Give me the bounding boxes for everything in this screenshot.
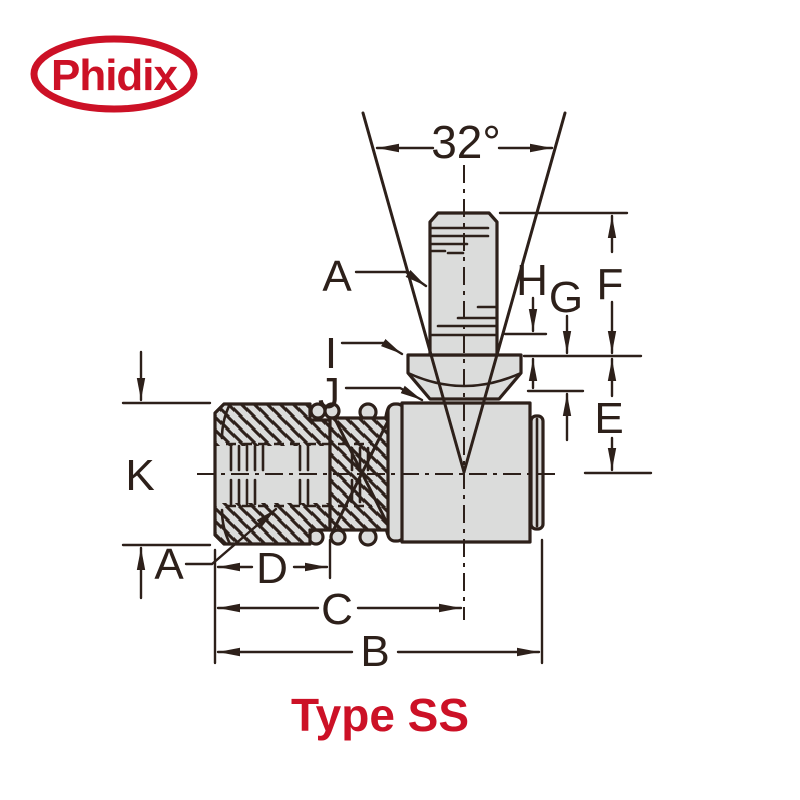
logo-ellipse [30,35,198,113]
dim-label-c: C [321,585,353,634]
leader-a-bottom [184,507,278,566]
leader-a-top [354,269,428,288]
caption-type: Type SS [291,689,469,741]
dim-label-e: E [594,394,623,443]
extension-lines [121,211,653,665]
dimension-arrows [136,143,617,657]
logo-text: Phidix [51,51,179,100]
dim-label-a-bottom: A [154,540,184,589]
dim-label-f: F [597,260,624,309]
brand-logo: Phidix [30,35,198,113]
dimension-labels: 32° A I J K A D C B H G F E [125,116,623,676]
housing [386,401,545,544]
dim-label-h: H [516,256,548,305]
angle-label: 32° [431,116,501,168]
dim-label-j: J [318,369,340,418]
centerlines [197,165,560,620]
internal-thread-detail [226,442,372,508]
dim-label-g: G [549,273,583,322]
dim-label-d: D [256,544,288,593]
dim-label-k: K [125,451,154,500]
dim-label-i: I [325,329,337,378]
dim-label-b: B [360,627,389,676]
dim-label-a-top: A [322,252,352,301]
socket-body [213,402,332,546]
leader-j [344,385,424,402]
cone-lines [361,111,567,474]
leader-i [340,338,404,356]
